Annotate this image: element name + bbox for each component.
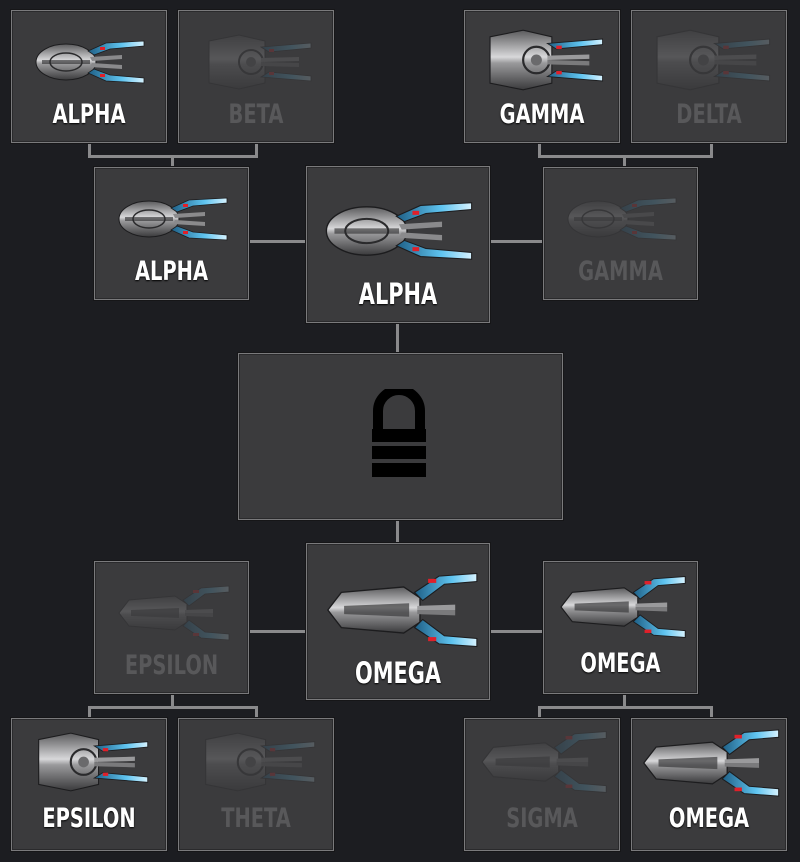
ship-icon [564, 188, 680, 250]
connector [489, 240, 543, 243]
ship-label: GAMMA [499, 99, 585, 130]
ship-icon [552, 572, 692, 642]
ship-card-epsilon[interactable]: EPSILON [94, 561, 249, 694]
ship-label: EPSILON [42, 803, 136, 834]
connector [248, 240, 306, 243]
connector [248, 630, 306, 633]
ship-icon [115, 582, 231, 644]
connector [710, 706, 713, 719]
ship-label: ALPHA [134, 256, 208, 287]
ship-icon [646, 25, 774, 95]
ship-card-omega[interactable]: OMEGA [543, 561, 698, 694]
ship-label: EPSILON [124, 650, 219, 681]
ship-label: GAMMA [578, 256, 663, 287]
connector [489, 630, 543, 633]
connector [396, 519, 399, 543]
ship-card-omega-featured[interactable]: OMEGA [306, 543, 490, 700]
ship-label: BETA [228, 99, 284, 130]
connector [710, 142, 713, 157]
ship-card-omega[interactable]: OMEGA [631, 718, 787, 851]
ship-label: SIGMA [506, 803, 578, 834]
connector [623, 693, 626, 707]
ship-label: THETA [221, 803, 291, 834]
ship-card-gamma[interactable]: GAMMA [543, 167, 698, 300]
ship-card-alpha[interactable]: ALPHA [11, 10, 167, 143]
connector [623, 155, 626, 167]
ship-card-sigma[interactable]: SIGMA [464, 718, 620, 851]
connector [88, 142, 91, 157]
ship-icon [195, 727, 319, 797]
ship-card-gamma[interactable]: GAMMA [464, 10, 620, 143]
connector [538, 706, 541, 719]
locked-center-slot[interactable] [238, 353, 563, 520]
ship-card-epsilon[interactable]: EPSILON [11, 718, 167, 851]
ship-icon [199, 31, 315, 93]
ship-label: OMEGA [580, 648, 661, 679]
ship-icon [477, 727, 609, 797]
connector [255, 142, 258, 157]
ship-label: OMEGA [668, 803, 750, 834]
connector [538, 142, 541, 157]
ship-icon [28, 727, 152, 797]
ship-card-theta[interactable]: THETA [178, 718, 334, 851]
ship-label: ALPHA [52, 99, 126, 130]
padlock-icon [372, 389, 426, 477]
ship-label: DELTA [676, 99, 742, 130]
ship-icon [636, 725, 784, 801]
ship-icon [315, 568, 487, 652]
ship-card-alpha-featured[interactable]: ALPHA [306, 166, 490, 323]
ship-icon [479, 25, 607, 95]
connector [171, 693, 174, 707]
ship-card-beta[interactable]: BETA [178, 10, 334, 143]
ship-label: ALPHA [358, 277, 438, 311]
ship-icon [115, 188, 231, 250]
ship-icon [321, 189, 477, 273]
connector [88, 706, 258, 709]
connector [255, 706, 258, 719]
connector [538, 706, 713, 709]
ship-label: OMEGA [354, 656, 442, 690]
connector [396, 323, 399, 353]
connector [88, 706, 91, 719]
ship-card-delta[interactable]: DELTA [631, 10, 787, 143]
ship-card-alpha[interactable]: ALPHA [94, 167, 249, 300]
connector [171, 155, 174, 167]
ship-icon [32, 31, 148, 93]
